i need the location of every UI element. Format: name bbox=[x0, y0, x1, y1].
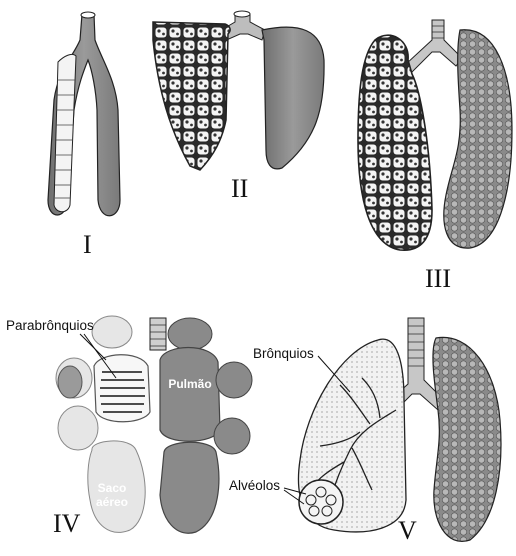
figure-5-mammal-lung bbox=[298, 318, 500, 541]
label-pulmao: Pulmão bbox=[164, 378, 216, 391]
label-bronquios: Brônquios bbox=[253, 347, 314, 361]
figure-4-numeral: IV bbox=[53, 511, 80, 537]
figure-3-numeral: III bbox=[425, 266, 451, 292]
figure-3-complex-lung bbox=[358, 20, 512, 250]
figure-2-numeral: II bbox=[231, 176, 248, 202]
label-saco-line1: Saco bbox=[92, 482, 132, 495]
figure-5-numeral: V bbox=[398, 518, 417, 544]
label-parabronquios: Parabrônquios bbox=[6, 319, 94, 333]
figure-1-sac-lung bbox=[48, 12, 120, 216]
figure-4-bird-lung bbox=[56, 316, 252, 533]
label-saco-line2: aéreo bbox=[92, 496, 132, 509]
label-alveolos: Alvéolos bbox=[229, 479, 280, 493]
figure-2-chambered-lung bbox=[153, 11, 324, 170]
figure-1-numeral: I bbox=[83, 232, 92, 258]
